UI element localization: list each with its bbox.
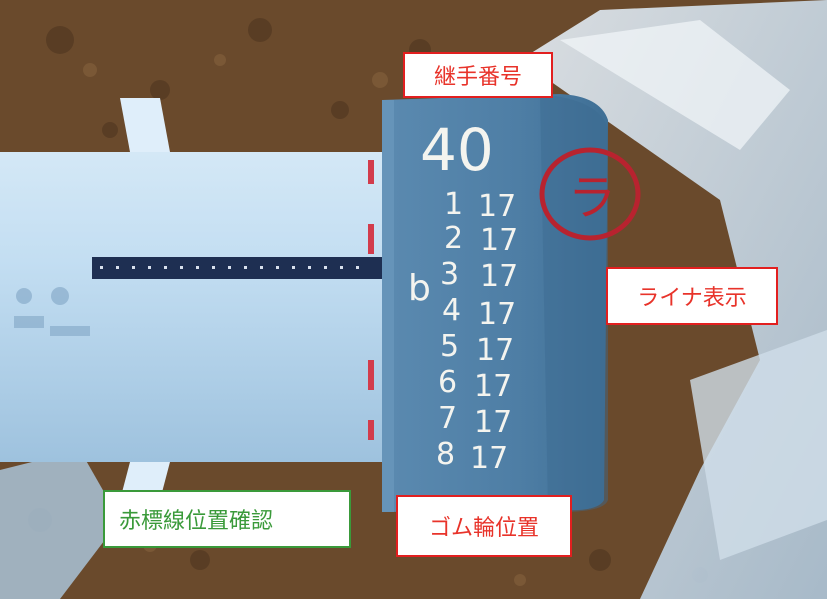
tape-ticks — [100, 266, 359, 269]
red-index-line — [368, 160, 374, 440]
joint-collar — [382, 94, 608, 512]
row-5-value: 17 — [476, 333, 514, 368]
measuring-tape — [92, 257, 382, 279]
joint-number-handwriting: 40 — [420, 116, 494, 184]
row-7-number: 7 — [438, 401, 457, 436]
joint-number-label: 継手番号 — [403, 52, 553, 98]
pipe-emboss — [14, 287, 90, 336]
row-1-number: 1 — [444, 187, 463, 222]
row-8-number: 8 — [436, 437, 455, 472]
row-2-number: 2 — [444, 221, 463, 256]
row-6-number: 6 — [438, 365, 457, 400]
liner-mark-handwriting: ラ — [568, 170, 616, 226]
row-4-number: 4 — [442, 293, 461, 328]
liner-display-label: ライナ表示 — [606, 267, 778, 325]
side-mark-handwriting: b — [408, 268, 431, 309]
row-2-value: 17 — [480, 223, 518, 258]
row-8-value: 17 — [470, 441, 508, 476]
row-6-value: 17 — [474, 369, 512, 404]
row-7-value: 17 — [474, 405, 512, 440]
measurement-rows: 1 17 2 17 3 17 4 17 5 17 6 17 7 17 8 17 — [436, 187, 518, 476]
red-line-check-label: 赤標線位置確認 — [103, 490, 351, 548]
rubber-ring-position-label: ゴム輪位置 — [396, 495, 572, 557]
row-3-value: 17 — [480, 259, 518, 294]
row-5-number: 5 — [440, 329, 459, 364]
pipe-fin-top — [120, 98, 170, 152]
pipe-body — [0, 152, 420, 462]
liner-mark-circle — [539, 147, 641, 241]
row-4-value: 17 — [478, 297, 516, 332]
row-3-number: 3 — [440, 257, 459, 292]
row-1-value: 17 — [478, 189, 516, 224]
